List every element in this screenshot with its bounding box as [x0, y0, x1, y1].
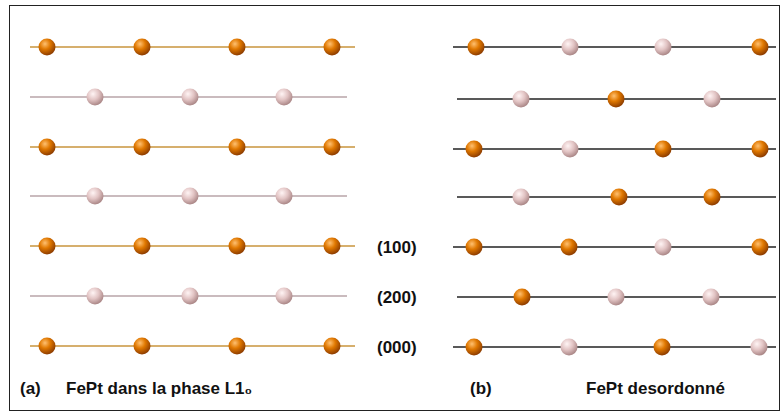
- fe-atom: [229, 139, 246, 156]
- fe-atom: [229, 39, 246, 56]
- pt-atom: [513, 91, 530, 108]
- pt-atom: [276, 188, 293, 205]
- pt-atom: [182, 188, 199, 205]
- fe-atom: [324, 238, 341, 255]
- atom-rows: [30, 39, 776, 356]
- pt-atom: [704, 91, 721, 108]
- fe-plane: [30, 146, 355, 147]
- fe-atom: [655, 141, 672, 158]
- fe-atom: [654, 339, 671, 356]
- fe-atom: [611, 189, 628, 206]
- pt-atom: [561, 339, 578, 356]
- panel-caption: FePt dans la phase L1₀: [66, 380, 252, 397]
- pt-atom: [655, 239, 672, 256]
- fe-atom: [752, 141, 769, 158]
- pt-atom: [182, 288, 199, 305]
- atomic-plane: [453, 46, 776, 47]
- fe-atom: [324, 39, 341, 56]
- fe-atom: [39, 238, 56, 255]
- plane-index: (200): [377, 289, 417, 306]
- pt-atom: [562, 39, 579, 56]
- fe-atom: [229, 238, 246, 255]
- fe-atom: [134, 238, 151, 255]
- frame: [10, 6, 780, 411]
- pt-atom: [182, 89, 199, 106]
- fe-atom: [39, 139, 56, 156]
- fe-atom: [229, 338, 246, 355]
- fe-atom: [608, 91, 625, 108]
- panel-caption: FePt desordonné: [586, 380, 725, 397]
- fe-atom: [39, 338, 56, 355]
- pt-atom: [608, 289, 625, 306]
- atomic-plane: [453, 246, 776, 247]
- fe-atom: [752, 239, 769, 256]
- fe-atom: [561, 239, 578, 256]
- pt-atom: [87, 188, 104, 205]
- pt-atom: [276, 288, 293, 305]
- fe-atom: [704, 189, 721, 206]
- pt-atom: [562, 141, 579, 158]
- fe-atom: [134, 139, 151, 156]
- fe-atom: [324, 338, 341, 355]
- fe-atom: [466, 339, 483, 356]
- pt-atom: [87, 89, 104, 106]
- atomic-plane: [453, 346, 776, 347]
- fe-plane: [30, 46, 355, 47]
- atomic-plane: [453, 148, 776, 149]
- fe-plane: [30, 245, 355, 246]
- fe-atom: [466, 141, 483, 158]
- fe-atom: [514, 289, 531, 306]
- panel-letter: (a): [20, 380, 41, 397]
- fe-atom: [752, 39, 769, 56]
- plane-index: (100): [377, 239, 417, 256]
- fe-atom: [134, 338, 151, 355]
- pt-atom: [751, 339, 768, 356]
- panel-letter: (b): [470, 380, 492, 397]
- plane-index: (000): [377, 339, 417, 356]
- fe-plane: [30, 345, 355, 346]
- pt-atom: [655, 39, 672, 56]
- pt-atom: [513, 189, 530, 206]
- fe-atom: [39, 39, 56, 56]
- fe-atom: [324, 139, 341, 156]
- fe-atom: [134, 39, 151, 56]
- pt-atom: [703, 289, 720, 306]
- fe-atom: [468, 39, 485, 56]
- pt-atom: [87, 288, 104, 305]
- fe-atom: [466, 239, 483, 256]
- pt-atom: [276, 89, 293, 106]
